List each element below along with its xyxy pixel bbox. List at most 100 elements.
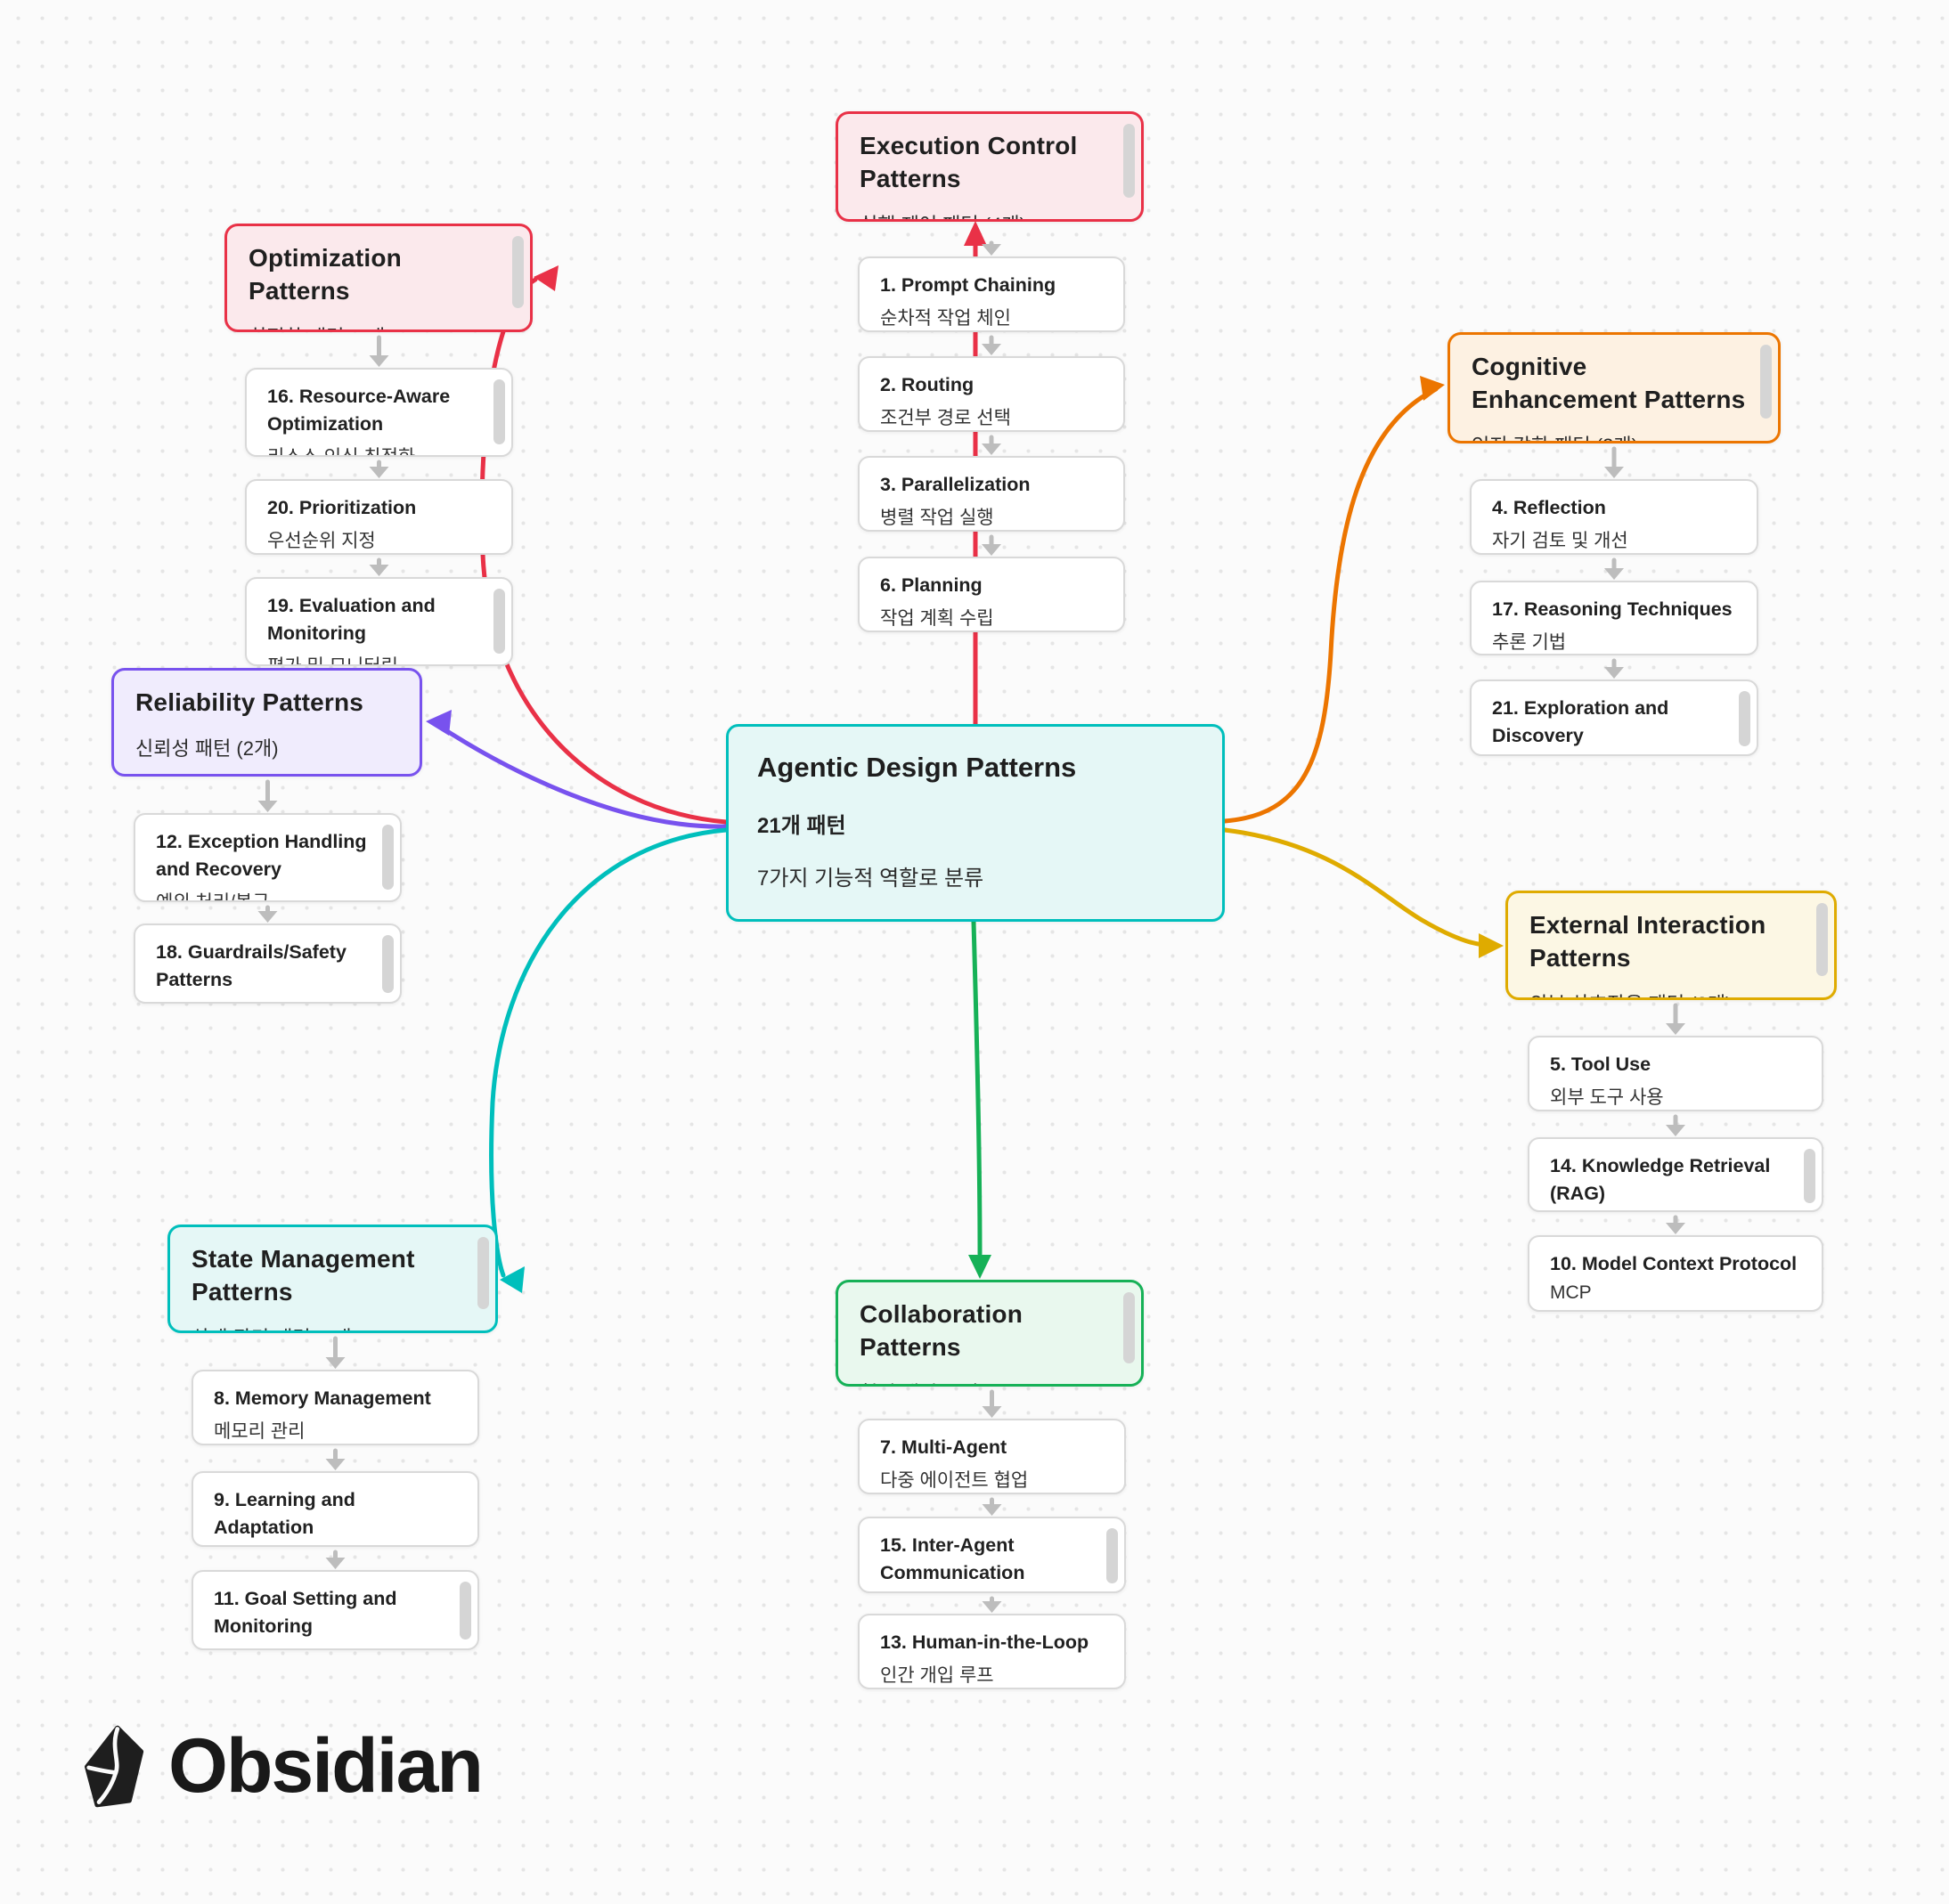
connector-arrow: [325, 1459, 346, 1470]
pattern-card-subtitle: 인간 개입 루프: [880, 1665, 994, 1687]
pattern-card-content: 12. Exception Handling and Recovery예외 처리…: [135, 815, 400, 900]
group-card-title: Reliability Patterns: [135, 688, 364, 716]
edge-collaboration: [968, 919, 991, 1279]
card-scrollbar[interactable]: [1106, 1528, 1118, 1584]
group-card-subtitle: 상태 관리 패턴 (3개): [192, 1322, 474, 1330]
pattern-card-title: 18. Guardrails/Safety Patterns: [156, 941, 347, 991]
pattern-card-subtitle: MCP: [1550, 1282, 1592, 1304]
group-card-content: External Interaction Patterns외부 상호작용 패턴 …: [1508, 893, 1834, 997]
pattern-card-external-1[interactable]: 14. Knowledge Retrieval (RAG)지식 검색: [1528, 1137, 1823, 1212]
group-card-subtitle: 외부 상호작용 패턴 (3개): [1529, 989, 1813, 997]
pattern-card-subtitle: 예외 처리/복구: [156, 888, 379, 900]
group-card-state[interactable]: State Management Patterns 상태 관리 패턴 (3개): [167, 1225, 498, 1333]
card-scrollbar[interactable]: [460, 1582, 471, 1640]
pattern-card-subtitle: 리소스 인식 최적화: [267, 443, 491, 455]
pattern-card-state-2[interactable]: 11. Goal Setting and Monitoring목표 설정/모니터…: [192, 1570, 479, 1650]
connector-arrow: [257, 801, 278, 812]
group-card-subtitle: 인지 강화 패턴 (3개): [1472, 430, 1757, 441]
connector-arrow: [982, 344, 1001, 355]
pattern-card-state-1[interactable]: 9. Learning and Adaptation학습 및 적응: [192, 1471, 479, 1547]
pattern-card-subtitle: A2A 통신: [880, 1591, 1104, 1593]
pattern-card-collaboration-1[interactable]: 15. Inter-Agent CommunicationA2A 통신: [858, 1517, 1126, 1593]
pattern-card-content: 6. Planning 작업 계획 수립: [860, 558, 1123, 631]
connector-arrow: [1604, 667, 1624, 679]
connector-arrow: [325, 1558, 346, 1569]
card-scrollbar[interactable]: [1123, 1292, 1135, 1363]
group-card-cognitive[interactable]: Cognitive Enhancement Patterns 인지 강화 패턴 (…: [1447, 332, 1781, 443]
group-card-title: Cognitive Enhancement Patterns: [1472, 353, 1746, 413]
group-card-external[interactable]: External Interaction Patterns외부 상호작용 패턴 …: [1505, 891, 1837, 1000]
pattern-card-cognitive-2[interactable]: 21. Exploration and Discovery탐색 및 발견: [1470, 679, 1758, 756]
pattern-card-content: 11. Goal Setting and Monitoring목표 설정/모니터…: [193, 1572, 477, 1648]
group-card-content: Execution Control Patterns실행 제어 패턴 (4개): [838, 114, 1141, 219]
pattern-card-content: 15. Inter-Agent CommunicationA2A 통신: [860, 1518, 1124, 1593]
connector-arrow: [982, 443, 1001, 455]
group-card-execution[interactable]: Execution Control Patterns실행 제어 패턴 (4개): [836, 111, 1144, 222]
card-scrollbar[interactable]: [1123, 124, 1135, 198]
card-scrollbar[interactable]: [382, 935, 394, 994]
pattern-card-subtitle: 메모리 관리: [214, 1421, 306, 1443]
pattern-card-content: 9. Learning and Adaptation학습 및 적응: [193, 1473, 477, 1545]
pattern-card-optimization-0[interactable]: 16. Resource-Aware Optimization리소스 인식 최적…: [245, 368, 513, 457]
pattern-card-subtitle: 외부 도구 사용: [1550, 1087, 1664, 1109]
pattern-card-title: 15. Inter-Agent Communication: [880, 1534, 1025, 1584]
group-card-collaboration[interactable]: Collaboration Patterns협업 패턴 (3개): [836, 1280, 1144, 1387]
center-card-title: Agentic Design Patterns: [757, 752, 1077, 783]
group-card-subtitle: 최적화 패턴 (3개): [249, 321, 509, 330]
group-card-title: State Management Patterns: [192, 1245, 415, 1306]
connector-arrow: [257, 911, 278, 923]
pattern-card-reliability-1[interactable]: 18. Guardrails/Safety Patterns 가드레일/안전: [134, 924, 402, 1004]
card-scrollbar[interactable]: [382, 825, 394, 890]
pattern-card-title: 6. Planning: [880, 574, 983, 596]
connector-arrow: [1604, 568, 1624, 580]
connector-arrow: [982, 1406, 1002, 1418]
pattern-card-subtitle: 가드레일/안전: [156, 998, 379, 1002]
card-scrollbar[interactable]: [1816, 903, 1828, 976]
pattern-card-title: 17. Reasoning Techniques: [1492, 598, 1733, 620]
pattern-card-execution-3[interactable]: 6. Planning 작업 계획 수립: [858, 557, 1125, 632]
card-scrollbar[interactable]: [477, 1237, 489, 1310]
pattern-card-content: 19. Evaluation and Monitoring 평가 및 모니터링: [247, 579, 511, 664]
card-scrollbar[interactable]: [512, 236, 524, 309]
pattern-card-title: 19. Evaluation and Monitoring: [267, 595, 436, 645]
card-scrollbar[interactable]: [1739, 691, 1750, 747]
card-scrollbar[interactable]: [1760, 345, 1772, 419]
connector-arrow: [982, 1504, 1002, 1516]
pattern-card-content: 18. Guardrails/Safety Patterns 가드레일/안전: [135, 925, 400, 1002]
group-card-content: Collaboration Patterns협업 패턴 (3개): [838, 1282, 1141, 1384]
connector-arrow: [1666, 1223, 1685, 1234]
pattern-card-reliability-0[interactable]: 12. Exception Handling and Recovery예외 처리…: [134, 813, 402, 902]
card-scrollbar[interactable]: [493, 589, 505, 654]
pattern-card-optimization-2[interactable]: 19. Evaluation and Monitoring 평가 및 모니터링: [245, 577, 513, 666]
center-card-agentic-design-patterns[interactable]: Agentic Design Patterns 21개 패턴 7가지 기능적 역…: [726, 724, 1225, 922]
pattern-card-subtitle: 평가 및 모니터링: [267, 652, 491, 664]
pattern-card-title: 10. Model Context Protocol: [1550, 1253, 1798, 1274]
card-scrollbar[interactable]: [493, 379, 505, 444]
edge-optimization: [479, 265, 729, 825]
card-scrollbar[interactable]: [1804, 1149, 1815, 1203]
pattern-card-subtitle: 작업 계획 수립: [880, 608, 994, 630]
connector-arrow: [982, 1601, 1002, 1613]
edge-external: [1222, 827, 1504, 958]
pattern-card-subtitle: 조건부 경로 선택: [880, 408, 1011, 429]
group-card-optimization[interactable]: Optimization Patterns최적화 패턴 (3개): [224, 224, 533, 332]
connector-arrow: [1604, 467, 1624, 478]
pattern-card-title: 20. Prioritization: [267, 497, 417, 518]
